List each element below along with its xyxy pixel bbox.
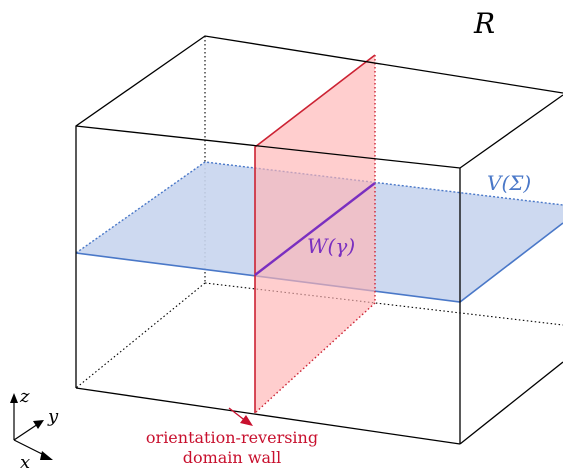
- domain-wall: [255, 55, 375, 413]
- intersection-label: W(γ): [307, 234, 355, 258]
- caption-line2: domain wall: [183, 448, 282, 467]
- blue-plane-label: V(Σ): [487, 171, 531, 195]
- caption-line1: orientation-reversing: [146, 428, 318, 447]
- axis-x-label: x: [20, 452, 30, 468]
- axis-z-label: z: [19, 386, 30, 407]
- blue-plane-back-edge: [75, 161, 563, 254]
- caption-arrow: [228, 407, 253, 426]
- domain-wall-solid-edge: [254, 54, 376, 413]
- box-visible-edges: [75, 35, 563, 445]
- region-label: R: [473, 7, 495, 40]
- coordinate-axes: [10, 393, 53, 460]
- axis-y-label: y: [47, 406, 59, 427]
- domain-wall-dotted-edge: [254, 55, 376, 414]
- intersection-line: [254, 182, 376, 276]
